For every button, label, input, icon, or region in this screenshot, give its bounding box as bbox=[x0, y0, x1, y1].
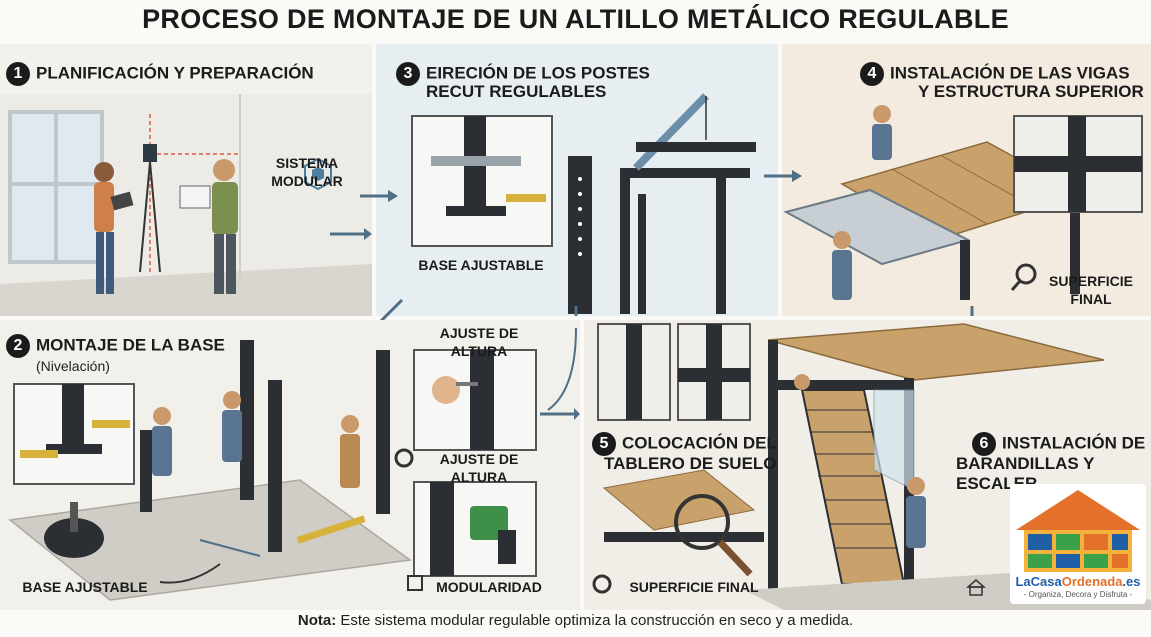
base-ajustable-label-bottom: BASE AJUSTABLE bbox=[22, 579, 148, 595]
step-6-heading: 6 INSTALACIÓN DE bbox=[972, 432, 1145, 456]
step-3-heading: 3 EIRECIÓN DE LOS POSTES bbox=[396, 62, 650, 86]
posts-illustration bbox=[411, 93, 756, 316]
step-2-subtitle: (Nivelación) bbox=[36, 358, 110, 374]
footer-note: Nota: Este sistema modular regulable opt… bbox=[0, 612, 1151, 629]
step-5-heading: 5 COLOCACIÓN DEL bbox=[592, 432, 777, 456]
base-ajustable-label-top: BASE AJUSTABLE bbox=[418, 257, 544, 273]
step-4-number: 4 bbox=[860, 62, 884, 86]
step-5-number: 5 bbox=[592, 432, 616, 456]
step-2-number: 2 bbox=[6, 334, 30, 358]
step-6-number: 6 bbox=[972, 432, 996, 456]
planning-illustration bbox=[0, 94, 372, 316]
panel-step-1: 1 PLANIFICACIÓN Y PREPARACIÓN bbox=[0, 44, 372, 316]
step-1-title: PLANIFICACIÓN Y PREPARACIÓN bbox=[36, 63, 314, 83]
step-4-title-line2: Y ESTRUCTURA SUPERIOR bbox=[918, 82, 1144, 101]
logo-part3: .es bbox=[1122, 574, 1141, 589]
house-logo-icon bbox=[1016, 490, 1140, 572]
note-text: Este sistema modular regulable optimiza … bbox=[336, 612, 854, 629]
ajuste-altura-label-2: AJUSTE DE ALTURA bbox=[439, 451, 519, 485]
logo-tagline: - Organiza, Decora y Disfruta - bbox=[1023, 590, 1133, 599]
step-5-title-line1: COLOCACIÓN DEL bbox=[622, 433, 777, 453]
step-3-title-line2: RECUT REGULABLES bbox=[426, 82, 607, 101]
step-3-number: 3 bbox=[396, 62, 420, 86]
step-4-title-line1: INSTALACIÓN DE LAS VIGAS bbox=[890, 63, 1130, 83]
step-6-title-line1: INSTALACIÓN DE bbox=[1002, 433, 1146, 453]
superficie-final-label-5: SUPERFICIE FINAL bbox=[629, 579, 759, 595]
beams-illustration bbox=[783, 105, 1143, 316]
logo-part2: Ordenada bbox=[1061, 574, 1123, 589]
sistema-modular-line1: SISTEMA bbox=[275, 155, 339, 171]
superficie-line2: FINAL bbox=[1070, 291, 1112, 307]
sistema-modular-label: SISTEMA MODULAR bbox=[262, 154, 352, 190]
panel-step-4: 4 INSTALACIÓN DE LAS VIGAS Y ESTRUCTURA S… bbox=[782, 44, 1151, 316]
logo-part1: LaCasa bbox=[1015, 574, 1062, 589]
step-4-heading: 4 INSTALACIÓN DE LAS VIGAS bbox=[860, 62, 1130, 86]
note-label: Nota: bbox=[297, 612, 337, 629]
panel-step-2: 2 MONTAJE DE LA BASE (Nivelación) bbox=[0, 320, 580, 610]
floor-rail-illustration bbox=[592, 323, 1151, 610]
ajuste-altura-label-1: AJUSTE DE ALTURA bbox=[439, 325, 519, 359]
panel-step-3: 3 EIRECIÓN DE LOS POSTES RECUT REGULABLES… bbox=[376, 44, 778, 316]
arrow-1-to-3 bbox=[360, 190, 398, 202]
superficie-final-label-4: SUPERFICIE FINAL bbox=[1036, 272, 1146, 308]
modularidad-label: MODULARIDAD bbox=[436, 579, 542, 595]
step-3-title-line1: EIRECIÓN DE LOS POSTES bbox=[426, 63, 650, 83]
step-1-heading: 1 PLANIFICACIÓN Y PREPARACIÓN bbox=[6, 62, 314, 86]
step-5-title-line2: TABLERO DE SUELO bbox=[604, 454, 777, 473]
base-assembly-illustration bbox=[8, 327, 580, 601]
step-2-title: MONTAJE DE LA BASE bbox=[36, 335, 225, 355]
arrow-3-to-4 bbox=[764, 170, 802, 182]
step-2-heading: 2 MONTAJE DE LA BASE bbox=[6, 334, 225, 358]
page-title: PROCESO DE MONTAJE DE UN ALTILLO METÁLIC… bbox=[142, 4, 1009, 34]
logo-text: LaCasaOrdenada.es bbox=[1010, 574, 1146, 589]
superficie-line1: SUPERFICIE bbox=[1048, 273, 1133, 289]
step-1-number: 1 bbox=[6, 62, 30, 86]
home-icon[interactable] bbox=[966, 578, 986, 596]
brand-logo[interactable]: LaCasaOrdenada.es - Organiza, Decora y D… bbox=[1010, 484, 1146, 604]
sistema-modular-line2: MODULAR bbox=[271, 173, 343, 189]
